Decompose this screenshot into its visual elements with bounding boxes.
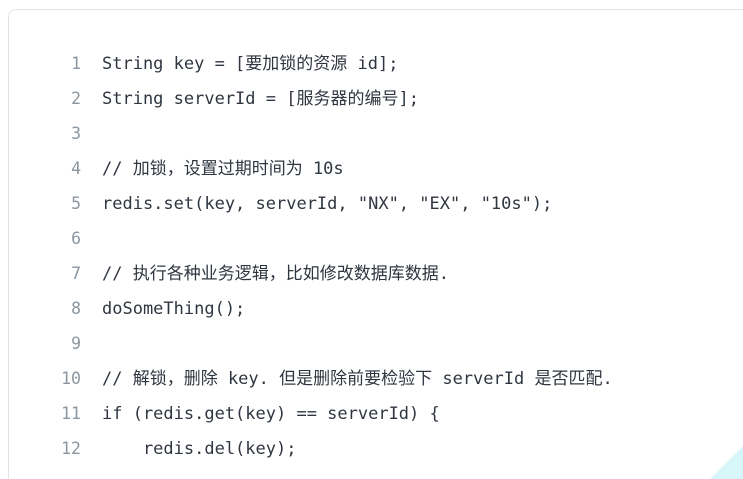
code-line-list: 1 String key = [要加锁的资源 id]; 2 String server… <box>9 10 743 466</box>
code-line: 4 // 加锁，设置过期时间为 10s <box>9 151 743 186</box>
line-code-text: if (redis.get(key) == serverId) { <box>102 404 440 424</box>
code-line: 8 doSomeThing(); <box>9 291 743 326</box>
line-number: 4 <box>71 159 81 178</box>
line-code-text: redis.del(key); <box>102 439 297 459</box>
line-number: 5 <box>71 194 81 213</box>
line-code-text: String serverId = [服务器的编号]; <box>102 89 419 109</box>
line-number: 2 <box>71 89 81 108</box>
code-line: 12 redis.del(key); <box>9 431 743 466</box>
line-number: 6 <box>71 229 81 248</box>
line-code-text: redis.set(key, serverId, "NX", "EX", "10… <box>102 194 553 214</box>
line-code-text: // 执行各种业务逻辑，比如修改数据库数据. <box>102 264 449 284</box>
code-line: 7 // 执行各种业务逻辑，比如修改数据库数据. <box>9 256 743 291</box>
code-line: 3 <box>9 116 743 151</box>
line-code-text: String key = [要加锁的资源 id]; <box>102 54 399 74</box>
line-number: 3 <box>71 124 81 143</box>
line-number: 9 <box>71 334 81 353</box>
line-number: 1 <box>71 54 81 73</box>
code-line: 5 redis.set(key, serverId, "NX", "EX", "1… <box>9 186 743 221</box>
line-number: 7 <box>71 264 81 283</box>
code-line: 11 if (redis.get(key) == serverId) { <box>9 396 743 431</box>
code-line: 6 <box>9 221 743 256</box>
line-number: 12 <box>61 439 81 458</box>
line-number: 8 <box>71 299 81 318</box>
line-number: 10 <box>61 369 81 388</box>
line-code-text: // 解锁，删除 key. 但是删除前要检验下 serverId 是否匹配. <box>102 369 613 389</box>
code-line: 10 // 解锁，删除 key. 但是删除前要检验下 serverId 是否匹配. <box>9 361 743 396</box>
code-line: 1 String key = [要加锁的资源 id]; <box>9 46 743 81</box>
line-code-text: doSomeThing(); <box>102 299 246 319</box>
code-line: 9 <box>9 326 743 361</box>
code-block: 1 String key = [要加锁的资源 id]; 2 String server… <box>8 9 743 479</box>
line-number: 11 <box>61 404 81 423</box>
code-line: 2 String serverId = [服务器的编号]; <box>9 81 743 116</box>
line-code-text: // 加锁，设置过期时间为 10s <box>102 159 344 179</box>
